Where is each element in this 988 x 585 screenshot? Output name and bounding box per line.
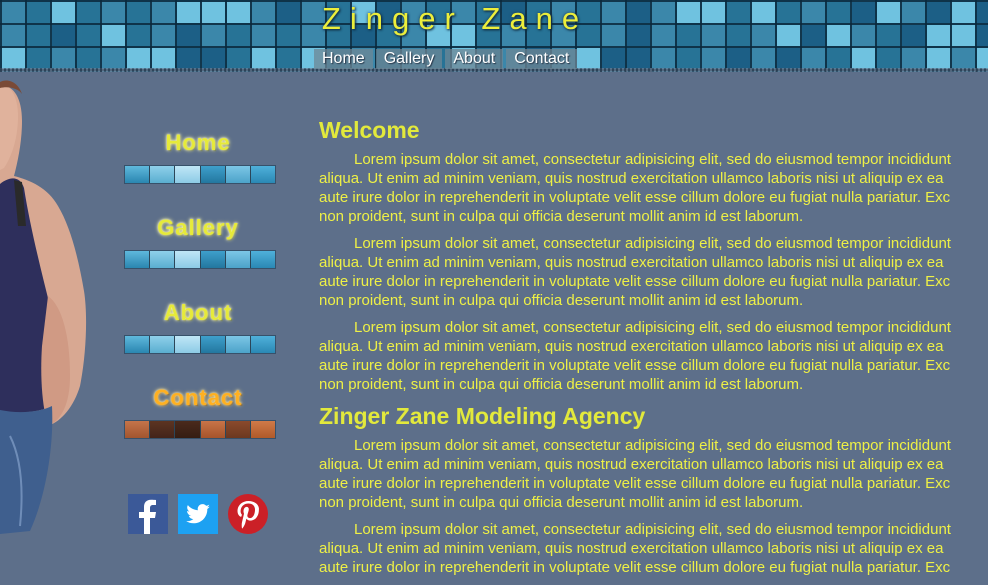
top-nav-home[interactable]: Home: [314, 49, 373, 69]
header-tile: [852, 48, 875, 69]
side-nav-label: About: [163, 300, 233, 325]
header-tile: [177, 25, 200, 46]
header-tile: [52, 25, 75, 46]
text-line: Lorem ipsum dolor sit amet, consectetur …: [354, 319, 951, 336]
text-line: aute irure dolor in reprehenderit in vol…: [319, 559, 951, 576]
header-tile: [352, 2, 375, 23]
text-line: aliqua. Ut enim ad minim veniam, quis no…: [319, 540, 944, 557]
text-line: aliqua. Ut enim ad minim veniam, quis no…: [319, 338, 944, 355]
header-tile: [252, 48, 275, 69]
header-tile: [52, 2, 75, 23]
text-line: aliqua. Ut enim ad minim veniam, quis no…: [319, 170, 944, 187]
header-tile: [227, 2, 250, 23]
text-line: Lorem ipsum dolor sit amet, consectetur …: [354, 151, 951, 168]
header-tile: [627, 25, 650, 46]
text-line: aute irure dolor in reprehenderit in vol…: [319, 273, 951, 290]
header-tile: [752, 2, 775, 23]
header-tile: [977, 48, 988, 69]
text-line: non proident, sunt in culpa qui officia …: [319, 376, 804, 393]
text-line: non proident, sunt in culpa qui officia …: [319, 494, 804, 511]
text-line: aliqua. Ut enim ad minim veniam, quis no…: [319, 254, 944, 271]
header-tile: [627, 48, 650, 69]
side-nav-item-home[interactable]: Home: [118, 130, 278, 184]
header-tile: [902, 25, 925, 46]
header-tile: [127, 48, 150, 69]
paragraph: Lorem ipsum dolor sit amet, consectetur …: [319, 150, 988, 226]
paragraph: Lorem ipsum dolor sit amet, consectetur …: [319, 520, 988, 577]
header-tile: [202, 2, 225, 23]
text-line: aliqua. Ut enim ad minim veniam, quis no…: [319, 456, 944, 473]
header-tile: [802, 25, 825, 46]
header-tile: [977, 25, 988, 46]
header-tile: [177, 2, 200, 23]
twitter-icon[interactable]: [178, 494, 218, 534]
header-tile: [627, 2, 650, 23]
header-tile: [177, 48, 200, 69]
side-nav-label: Contact: [153, 385, 243, 410]
header-tile: [927, 48, 950, 69]
text-line: aute irure dolor in reprehenderit in vol…: [319, 475, 951, 492]
text-line: non proident, sunt in culpa qui officia …: [319, 208, 804, 225]
header-tile: [677, 2, 700, 23]
social-links: [128, 494, 278, 534]
text-line: non proident, sunt in culpa qui officia …: [319, 292, 804, 309]
paragraph: Lorem ipsum dolor sit amet, consectetur …: [319, 318, 988, 394]
header-tile: [727, 48, 750, 69]
header-tile: [502, 2, 525, 23]
header-tile: [927, 2, 950, 23]
header-tile: [602, 48, 625, 69]
header-tile: [927, 25, 950, 46]
header-tile: [202, 48, 225, 69]
section-heading: Zinger Zane Modeling Agency: [319, 403, 646, 429]
top-nav: Home Gallery About Contact: [314, 49, 580, 70]
paragraph: Lorem ipsum dolor sit amet, consectetur …: [319, 436, 988, 512]
header-tile: [2, 48, 25, 69]
header-tile: [952, 2, 975, 23]
header-tile: [152, 48, 175, 69]
header-tile: [777, 48, 800, 69]
site-title: Zinger Zane: [321, 1, 589, 36]
header-tile: [277, 2, 300, 23]
facebook-icon[interactable]: [128, 494, 168, 534]
header-tile: [877, 2, 900, 23]
header-tile: [702, 2, 725, 23]
side-nav-label: Home: [165, 130, 231, 155]
tile-strip: [124, 335, 276, 354]
main-content: Welcome Lorem ipsum dolor sit amet, cons…: [319, 116, 988, 585]
text-line: aute irure dolor in reprehenderit in vol…: [319, 357, 951, 374]
header-divider: [0, 68, 988, 72]
side-nav-label: Gallery: [157, 215, 239, 240]
top-nav-gallery[interactable]: Gallery: [375, 49, 443, 69]
model-photo: [0, 80, 87, 534]
text-line: Lorem ipsum dolor sit amet, consectetur …: [354, 521, 951, 538]
header-tile: [452, 25, 475, 46]
top-nav-about[interactable]: About: [445, 49, 504, 69]
side-nav-item-contact[interactable]: Contact: [118, 385, 278, 439]
header-tile: [952, 25, 975, 46]
pinterest-icon[interactable]: [228, 494, 268, 534]
tile-strip: [124, 420, 276, 439]
tile-strip: [124, 250, 276, 269]
tile-strip: [124, 165, 276, 184]
text-line: aute irure dolor in reprehenderit in vol…: [319, 189, 951, 206]
header-tile: [102, 25, 125, 46]
header-banner: [0, 0, 988, 72]
header-tile: [352, 25, 375, 46]
paragraph: Lorem ipsum dolor sit amet, consectetur …: [319, 234, 988, 310]
top-nav-contact[interactable]: Contact: [506, 49, 578, 69]
text-line: Lorem ipsum dolor sit amet, consectetur …: [354, 437, 951, 454]
header-tile: [577, 48, 600, 69]
header-tile: [377, 2, 400, 23]
section-heading: Welcome: [319, 117, 420, 143]
side-nav-item-about[interactable]: About: [118, 300, 278, 354]
side-nav-item-gallery[interactable]: Gallery: [118, 215, 278, 269]
header-tile: [777, 25, 800, 46]
text-line: Lorem ipsum dolor sit amet, consectetur …: [354, 235, 951, 252]
header-tile: [427, 25, 450, 46]
header-tile: [852, 2, 875, 23]
header-tile: [827, 25, 850, 46]
header-tile: [977, 2, 988, 23]
